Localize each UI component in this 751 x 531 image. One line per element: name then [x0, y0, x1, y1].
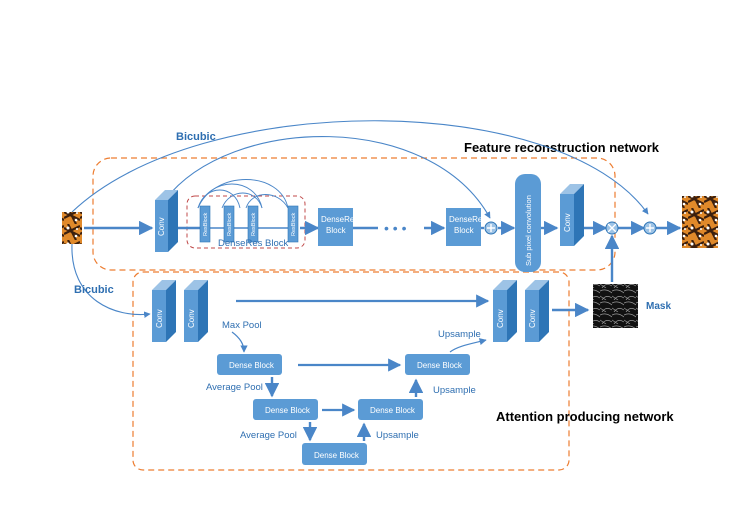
bicubic-left-curve [71, 243, 151, 318]
svg-text:ResBlock: ResBlock [251, 213, 257, 236]
svg-text:Conv: Conv [528, 309, 537, 328]
upsample-arrow-3 [449, 338, 487, 353]
svg-text:Sub pixel convolution: Sub pixel convolution [524, 195, 533, 266]
svg-text:Conv: Conv [155, 309, 164, 328]
attention-conv-4: Conv [525, 280, 549, 342]
svg-text:Dense Block: Dense Block [314, 451, 360, 460]
svg-text:DenseRes: DenseRes [321, 215, 358, 224]
denseres-block-1: DenseRes Block [318, 208, 358, 246]
svg-text:Dense Block: Dense Block [265, 406, 311, 415]
resblock-group [197, 179, 292, 229]
svg-text:Conv: Conv [187, 309, 196, 328]
dense-block-4: Dense Block [358, 399, 423, 420]
attention-conv-2: Conv [184, 280, 208, 342]
dense-block-2: Dense Block [253, 399, 318, 420]
feature-conv-block: Conv [155, 190, 178, 252]
max-pool-arrow [231, 331, 248, 353]
bicubic-top-label: Bicubic [176, 131, 216, 143]
butterfly-hr-image [682, 196, 718, 248]
svg-text:Conv: Conv [563, 213, 572, 232]
svg-text:Conv: Conv [157, 217, 166, 236]
bicubic-left-label: Bicubic [74, 284, 114, 296]
svg-text:ResBlock: ResBlock [227, 213, 233, 236]
attention-network-region [132, 271, 570, 471]
denseres-group-label: DenseRes Block [218, 238, 288, 249]
attention-conv-3: Conv [493, 280, 517, 342]
multiply-node-icon [605, 221, 619, 235]
final-sum-node-icon [643, 221, 657, 235]
subpixel-conv-block: Sub pixel convolution [515, 174, 541, 272]
svg-text:Block: Block [454, 226, 475, 235]
svg-text:Block: Block [326, 226, 347, 235]
max-pool-label: Max Pool [222, 320, 262, 331]
dense-block-1: Dense Block [217, 354, 282, 375]
svg-text:DenseRes: DenseRes [449, 215, 486, 224]
attention-network-title: Attention producing network [496, 409, 674, 424]
resblock-4: ResBlock [287, 205, 299, 243]
upsample-label-2: Upsample [433, 385, 476, 396]
svg-text:Conv: Conv [496, 309, 505, 328]
svg-text:ResBlock: ResBlock [203, 213, 209, 236]
denseres-block-2: DenseRes Block [446, 208, 486, 246]
butterfly-lr-image [62, 212, 82, 244]
feature-network-title: Feature reconstruction network [464, 140, 660, 155]
denseres-group-region [186, 195, 306, 249]
average-pool-label-1: Average Pool [206, 382, 263, 393]
resblock-3: ResBlock [247, 205, 259, 243]
feature-network-region [92, 157, 616, 271]
skip-curve [164, 136, 491, 219]
resblock-2: ResBlock [223, 205, 235, 243]
dense-block-3: Dense Block [302, 443, 367, 465]
svg-text:Dense Block: Dense Block [370, 406, 416, 415]
mask-image [593, 284, 638, 328]
ellipsis: • • • [384, 220, 407, 236]
svg-text:Dense Block: Dense Block [417, 361, 463, 370]
upsample-label-1: Upsample [376, 430, 419, 441]
dense-block-5: Dense Block [405, 354, 470, 375]
bicubic-top-curve [71, 120, 649, 215]
average-pool-label-2: Average Pool [240, 430, 297, 441]
svg-text:Dense Block: Dense Block [229, 361, 275, 370]
resblock-1: ResBlock [199, 205, 211, 243]
mask-label: Mask [646, 301, 671, 312]
sum-node-icon [484, 221, 498, 235]
feature-output-conv-block: Conv [560, 184, 584, 246]
upsample-label-3: Upsample [438, 329, 481, 340]
svg-text:ResBlock: ResBlock [291, 213, 297, 236]
attention-conv-1: Conv [152, 280, 176, 342]
